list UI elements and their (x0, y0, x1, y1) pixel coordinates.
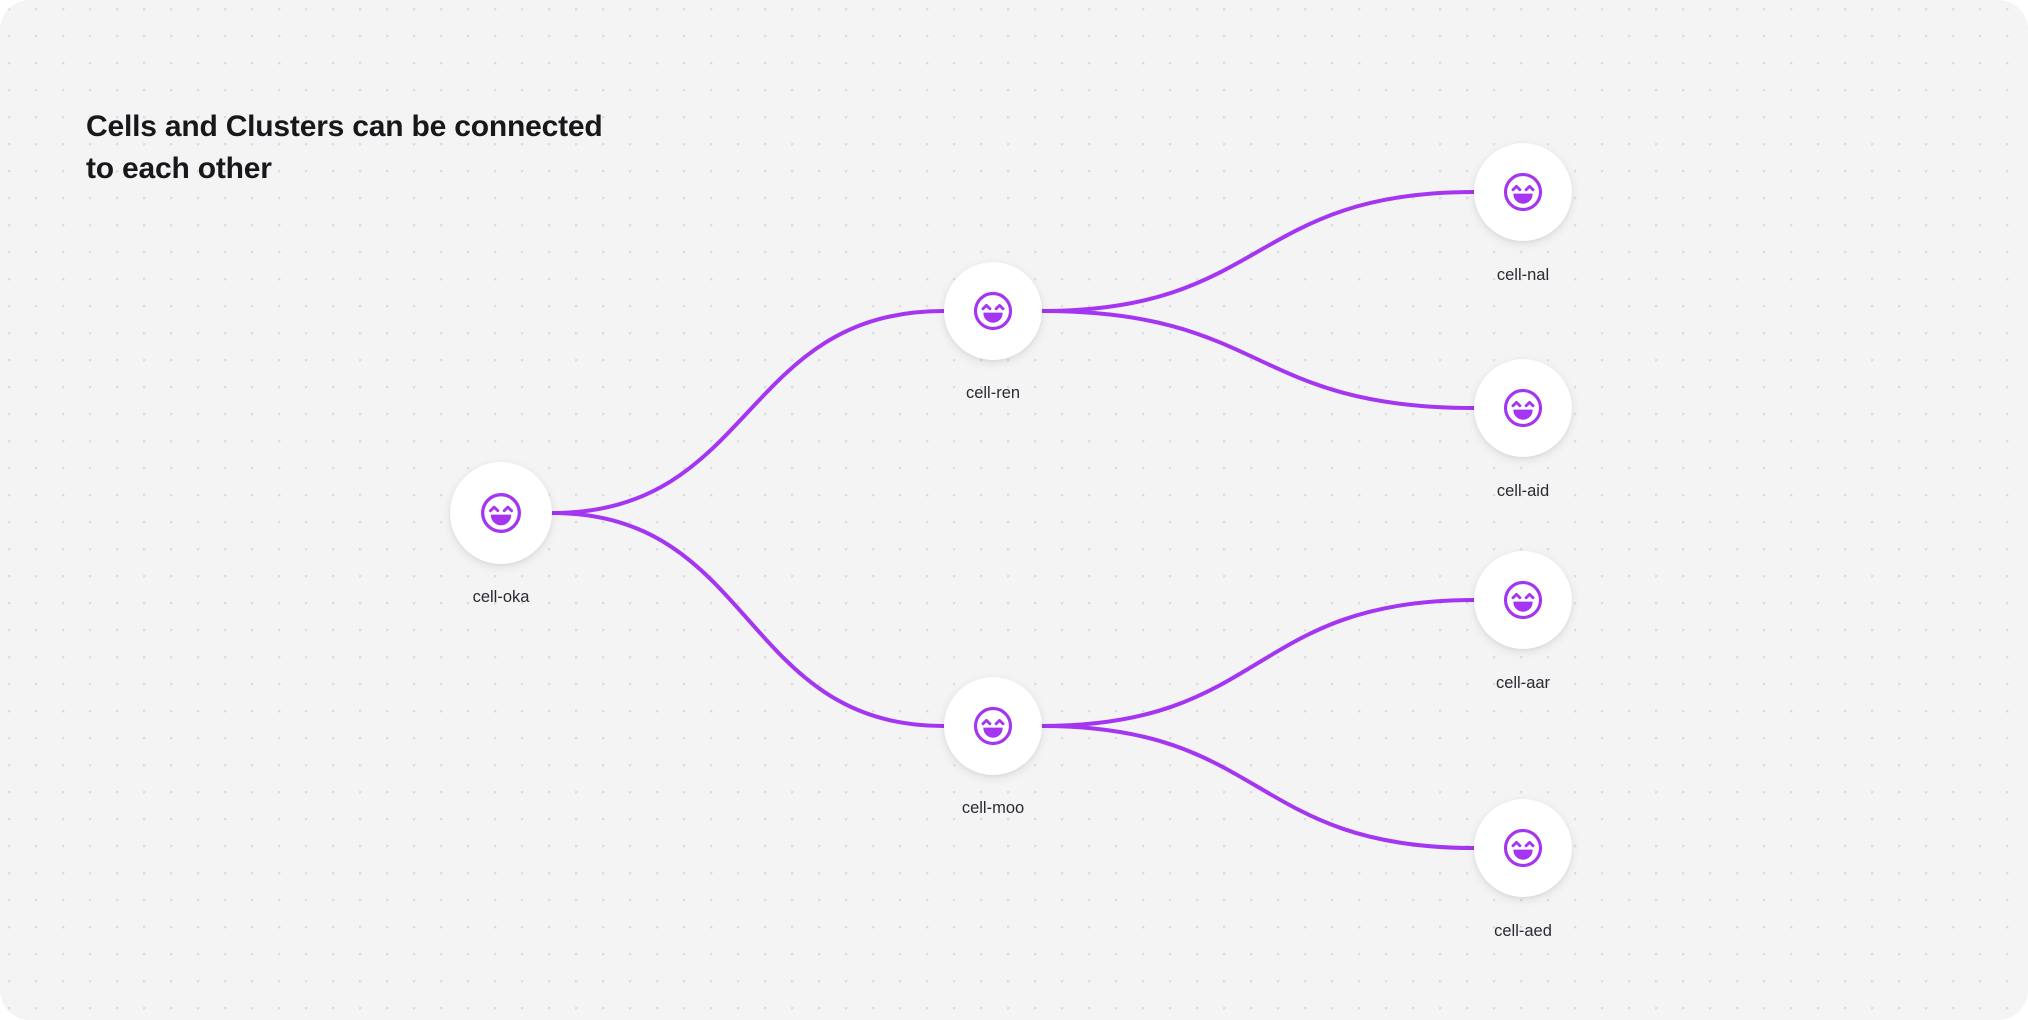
node-label-cell-moo: cell-moo (961, 799, 1025, 817)
smiley-face-icon (1503, 580, 1543, 620)
node-label-cell-ren: cell-ren (965, 384, 1021, 402)
graph-node-cell-moo[interactable] (944, 677, 1042, 775)
smiley-face-icon (973, 291, 1013, 331)
node-label-cell-aid: cell-aid (1496, 482, 1550, 500)
node-label-cell-aar: cell-aar (1495, 674, 1551, 692)
graph-node-cell-aid[interactable] (1474, 359, 1572, 457)
graph-edge[interactable] (1040, 309, 1476, 410)
smiley-face-icon (1503, 388, 1543, 428)
node-label-cell-oka: cell-oka (472, 588, 530, 606)
graph-edge[interactable] (1040, 190, 1476, 313)
smiley-face-icon (973, 706, 1013, 746)
smiley-face-icon (481, 493, 521, 533)
smiley-face-icon (1503, 828, 1543, 868)
graph-edge[interactable] (550, 309, 946, 515)
graph-node-cell-nal[interactable] (1474, 143, 1572, 241)
graph-node-cell-aed[interactable] (1474, 799, 1572, 897)
graph-edge[interactable] (550, 511, 946, 728)
graph-node-cell-ren[interactable] (944, 262, 1042, 360)
node-label-cell-nal: cell-nal (1496, 266, 1550, 284)
node-label-cell-aed: cell-aed (1494, 922, 1552, 940)
page-title: Cells and Clusters can be connected to e… (86, 110, 603, 185)
graph-edge[interactable] (1040, 724, 1476, 850)
graph-edge[interactable] (1040, 598, 1476, 728)
smiley-face-icon (1503, 172, 1543, 212)
graph-node-cell-oka[interactable] (450, 462, 552, 564)
graph-node-cell-aar[interactable] (1474, 551, 1572, 649)
